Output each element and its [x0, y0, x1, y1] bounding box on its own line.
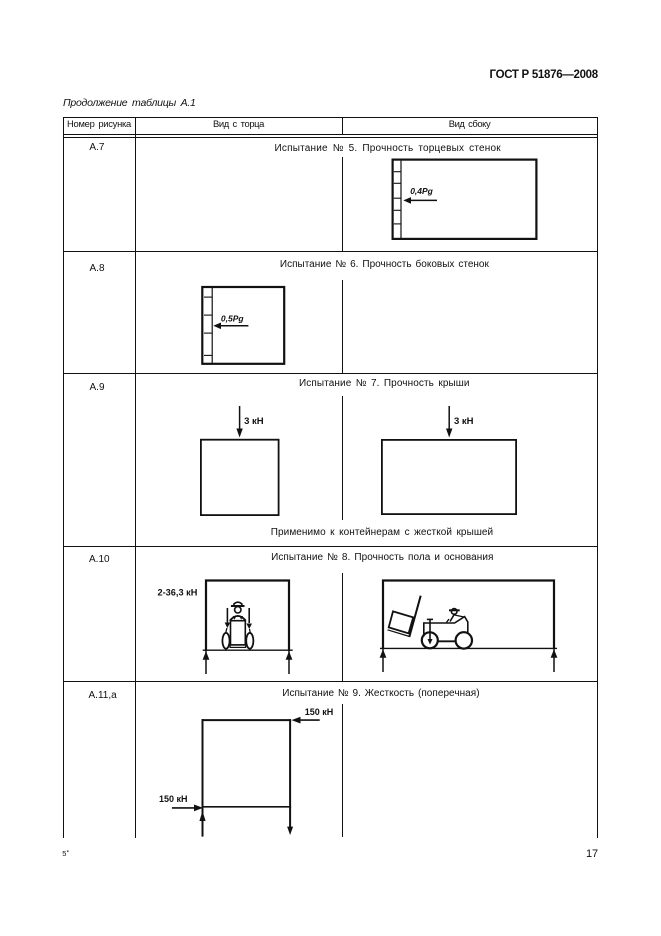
svg-text:3 кН: 3 кН [454, 416, 474, 427]
svg-text:0,4Pg: 0,4Pg [410, 186, 433, 196]
svg-text:3 кН: 3 кН [244, 416, 264, 427]
svg-text:2-36,3 кН: 2-36,3 кН [158, 588, 198, 598]
svg-text:0,5Pg: 0,5Pg [221, 313, 244, 323]
svg-text:150 кН: 150 кН [305, 707, 334, 717]
svg-text:150 кН: 150 кН [159, 794, 188, 804]
